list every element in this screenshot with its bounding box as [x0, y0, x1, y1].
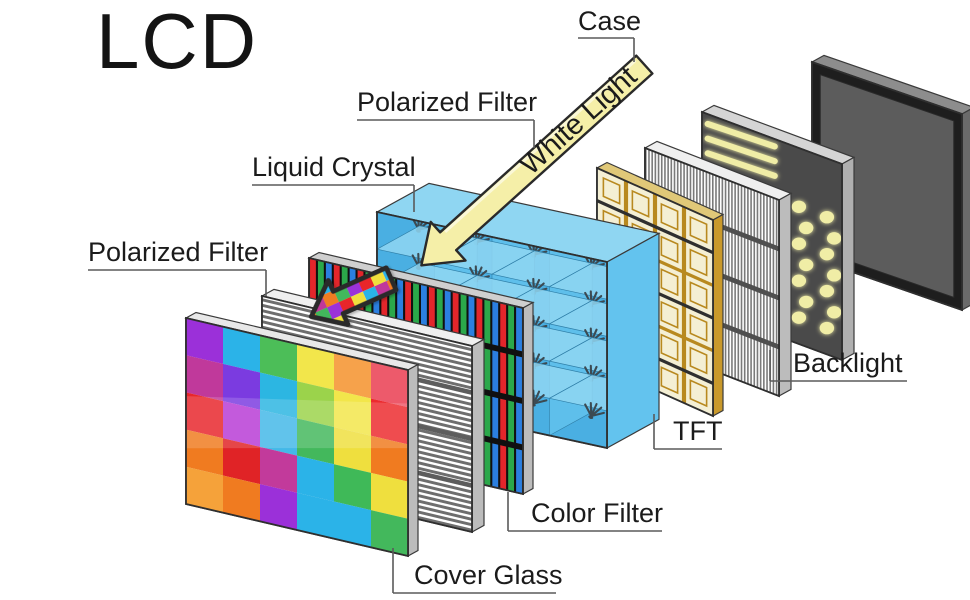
cover-glass-cell-4-2	[260, 484, 297, 530]
tft-pad-0-1	[631, 189, 650, 218]
liquid-crystal-molecule-4-3-4	[588, 411, 605, 418]
backlight-led-5-4	[826, 306, 842, 319]
tft-pad-4-2	[660, 333, 679, 362]
backlight-side-face	[841, 156, 855, 362]
cover-glass-outline	[185, 316, 409, 558]
tft-pad-0-0	[602, 176, 621, 205]
cover-glass-cell-0-5	[371, 361, 408, 408]
cover-glass-cell-3-1	[223, 438, 260, 485]
polarized-front-stripe-3	[262, 314, 472, 368]
polarized-front-stripe-4	[262, 320, 472, 374]
cover-glass-cell-1-0	[186, 355, 223, 402]
tft-pad-4-3	[689, 346, 708, 375]
cover-glass-cell-1-5	[371, 398, 408, 445]
cover-glass-cell-3-3	[297, 455, 334, 502]
cover-glass-cell-2-1	[223, 401, 260, 447]
tft-pad-0-2	[660, 202, 679, 231]
label-polarized-front: Polarized Filter	[88, 237, 269, 267]
cover-glass-side-face	[407, 363, 419, 558]
liquid-crystal-cell-top-1-3	[548, 262, 607, 300]
backlight-led-3-4	[826, 269, 842, 282]
case-side-face	[961, 108, 970, 312]
cover-glass-cell-4-0	[186, 466, 223, 513]
polarized-front-stripe-2	[262, 309, 472, 363]
backlight-led-4-4	[819, 284, 835, 298]
backlight-light-bar-0	[704, 120, 778, 150]
cursor-edge	[309, 265, 399, 327]
cover-glass-cell-0-0	[186, 318, 223, 364]
tft-side-face	[712, 213, 724, 418]
cover-glass-cell-4-4	[334, 501, 371, 548]
cover-glass-cell-0-1	[223, 326, 260, 373]
label-polarized-rear: Polarized Filter	[357, 87, 538, 117]
tft-pad-2-3	[689, 281, 708, 310]
liquid-crystal-side-face	[606, 232, 660, 450]
backlight-led-0-3	[791, 200, 807, 213]
layer-cover-glass	[184, 311, 420, 558]
cover-glass-cell-1-2	[260, 372, 297, 419]
cover-glass-cell-1-1	[223, 363, 260, 410]
tft-pad-5-3	[689, 379, 708, 408]
backlight-led-1-3	[798, 221, 814, 235]
backlight-led-6-4	[819, 321, 835, 335]
cover-glass-cell-2-3	[297, 418, 334, 465]
tft-pad-3-2	[660, 300, 679, 329]
color-filter-side-face	[522, 301, 534, 496]
backlight-led-1-4	[826, 232, 842, 245]
white-light-arrow-shape	[420, 54, 654, 267]
tft-pad-1-3	[689, 248, 708, 277]
backlight-led-3-3	[798, 258, 814, 272]
polarized-rear-side-face	[778, 192, 792, 398]
tft-pad-0-3	[689, 215, 708, 244]
liquid-crystal-cell-top-2-3	[548, 300, 607, 337]
leader-lines	[88, 37, 907, 594]
backlight-light-bar-2	[704, 150, 778, 179]
cover-glass-cell-3-5	[371, 472, 408, 519]
cover-glass-cell-2-4	[334, 427, 371, 473]
label-liquid-crystal: Liquid Crystal	[252, 152, 416, 182]
liquid-crystal-molecule-4-2-4	[530, 399, 548, 406]
cover-glass-cell-2-0	[186, 392, 223, 439]
backlight-led-4-3	[791, 274, 807, 287]
cover-glass-cell-1-3	[297, 381, 334, 428]
tft-row-trace-1	[597, 198, 713, 255]
label-case: Case	[578, 6, 642, 36]
cover-glass-cell-4-1	[223, 475, 260, 522]
backlight-led-0-4	[819, 210, 835, 224]
cursor-pixel-2-2	[327, 302, 345, 320]
page-title: LCD	[96, 0, 259, 85]
tft-pad-1-2	[660, 235, 679, 264]
cover-glass-sheen	[186, 396, 408, 449]
backlight-led-6-3	[791, 311, 807, 324]
cover-glass-cell-0-2	[260, 335, 297, 382]
cover-glass-cell-2-2	[260, 409, 297, 456]
cover-glass-cell-0-4	[334, 352, 371, 399]
polarized-front-side-face	[471, 338, 485, 534]
white-light-highlight	[444, 59, 637, 233]
tft-pad-2-2	[660, 268, 679, 297]
cover-glass-cell-3-0	[186, 429, 223, 476]
backlight-led-5-3	[798, 295, 814, 309]
label-tft: TFT	[673, 416, 723, 446]
backlight-led-2-4	[819, 247, 835, 261]
liquid-crystal-cell-top-3-3	[548, 337, 607, 374]
cover-glass-cell-4-3	[297, 492, 334, 539]
tft-pad-5-2	[660, 366, 679, 395]
cover-glass-cell-0-3	[297, 344, 334, 390]
cover-glass-cell-3-2	[260, 446, 297, 493]
backlight-led-2-3	[791, 237, 807, 250]
cover-glass-cell-4-5	[371, 510, 408, 556]
tft-pad-3-3	[689, 313, 708, 342]
cover-glass-cell-2-5	[371, 435, 408, 482]
cursor-pixel-1-2	[321, 290, 339, 308]
label-color-filter: Color Filter	[531, 498, 664, 528]
cover-glass-cell-1-4	[334, 389, 371, 436]
backlight-light-bar-1	[704, 135, 778, 165]
label-cover-glass: Cover Glass	[414, 560, 563, 590]
cover-glass-cell-3-4	[334, 464, 371, 511]
label-backlight: Backlight	[793, 348, 903, 378]
liquid-crystal-cell-top-4-3	[548, 374, 607, 412]
